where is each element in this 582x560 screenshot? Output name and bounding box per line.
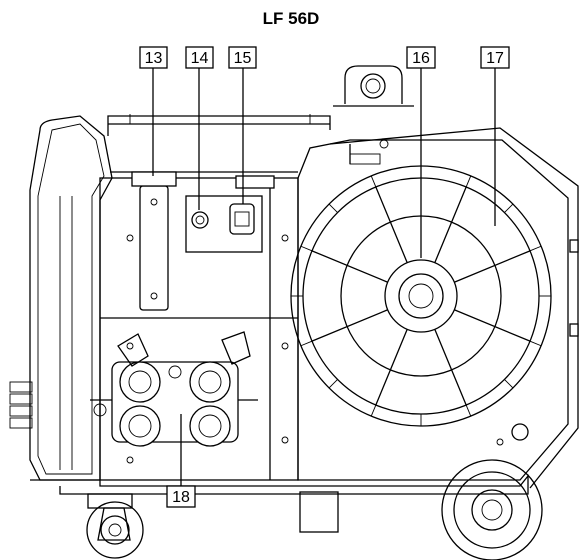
callout-leaders — [152, 67, 496, 486]
spool-spoke — [454, 309, 531, 342]
callout-16-label: 16 — [412, 50, 430, 67]
callout-13: 13 — [139, 46, 168, 69]
callout-13-label: 13 — [145, 50, 163, 67]
wire-drive-rolls — [90, 331, 258, 447]
spool-rim-rib — [370, 175, 377, 188]
caster-wheel — [86, 493, 144, 559]
lifting-eye — [333, 65, 414, 107]
spool-spoke — [454, 250, 531, 283]
spool-spoke — [375, 329, 408, 406]
callout-18-label: 18 — [172, 489, 190, 506]
rear-panel-plate — [131, 171, 177, 311]
top-frame — [107, 114, 331, 136]
spool-rim-rib — [504, 203, 514, 213]
spool-spoke — [311, 309, 388, 342]
callout-17: 17 — [480, 46, 510, 69]
connector-plate — [185, 175, 275, 253]
rear-wheel — [441, 423, 543, 560]
spool-rim-rib — [504, 379, 514, 389]
spool-spoke — [434, 329, 467, 406]
spool-rim-rib — [529, 340, 542, 347]
callout-16: 16 — [406, 46, 436, 69]
spool-housing — [297, 127, 579, 489]
callout-18: 18 — [166, 485, 196, 508]
spool-spoke — [311, 250, 388, 283]
spool-rim-rib — [328, 379, 338, 389]
undercarriage — [30, 474, 529, 533]
spool-rim-rib — [529, 245, 542, 252]
callout-14-label: 14 — [191, 50, 209, 67]
spool-spoke — [375, 186, 408, 263]
spool-spokes — [291, 166, 551, 426]
diagram-title: LF 56D — [263, 9, 320, 28]
callout-17-label: 17 — [486, 50, 504, 67]
spool-rim-rib — [465, 404, 472, 417]
spool-rim-rib — [300, 340, 313, 347]
spool-rim-rib — [370, 404, 377, 417]
callout-15-label: 15 — [234, 50, 252, 67]
spool-rim-rib — [300, 245, 313, 252]
callout-14: 14 — [185, 46, 214, 69]
callout-15: 15 — [228, 46, 257, 69]
spool-rim-rib — [465, 175, 472, 188]
spool-spoke — [434, 186, 467, 263]
spool-rim-rib — [328, 203, 338, 213]
